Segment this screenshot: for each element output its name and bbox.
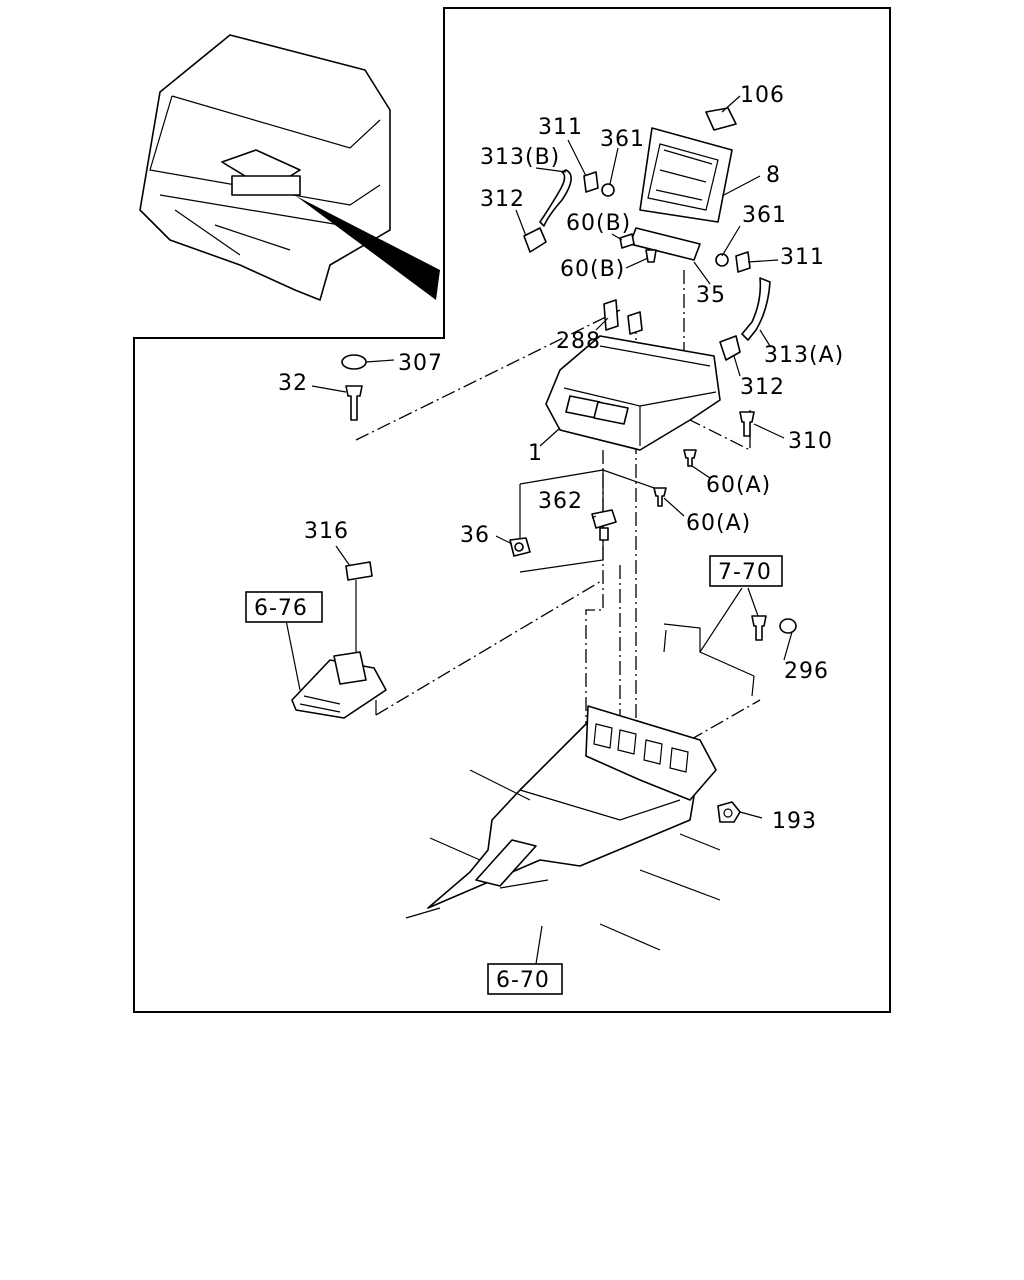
svg-text:7-70: 7-70 [718,560,772,585]
label-193: 193 [772,809,817,834]
part-labels: 106 311 361 313(B) 8 312 60(B) 361 311 6… [278,83,844,834]
part-8-bezel [639,127,733,223]
label-8: 8 [766,163,781,188]
inset-dashboard-view [139,34,440,301]
part-60b-screw-upper [619,233,635,249]
label-312-right: 312 [740,375,785,400]
part-288-bracket [603,299,619,331]
part-311-clip-upper [583,171,599,193]
label-296: 296 [784,659,829,684]
label-288: 288 [556,329,601,354]
label-60a-upper: 60(A) [706,473,771,498]
label-60a-lower: 60(A) [686,511,751,536]
part-307-cap [341,354,367,370]
part-316-switch [345,561,373,581]
label-35: 35 [696,283,726,308]
bracket-rod [663,623,755,697]
callout-wedge [296,196,440,300]
assembly-lines [375,469,661,715]
label-60b-upper: 60(B) [566,211,631,236]
ref-box-6-76: 6-76 [245,591,323,623]
svg-text:6-76: 6-76 [254,596,308,621]
part-361-ring-upper [601,183,615,197]
part-60a-screw-upper [683,449,697,467]
part-361-ring-right [715,253,729,267]
label-1: 1 [528,441,543,466]
part-32-screw [345,385,363,421]
ref-box-7-70: 7-70 [709,555,783,587]
label-361-right: 361 [742,203,787,228]
label-307: 307 [398,351,443,376]
diagram-frame [133,7,891,1013]
part-7-70-bolt [751,615,767,641]
part-313a-strap [741,277,771,341]
shifter-housing [291,651,387,719]
label-312-left: 312 [480,187,525,212]
part-312-clip-left [523,227,547,253]
label-310: 310 [788,429,833,454]
part-313b-strap [539,169,572,227]
part-311-clip-right [735,251,751,273]
label-316: 316 [304,519,349,544]
part-310-screw [739,411,755,437]
part-193-nut [717,801,741,823]
label-362: 362 [538,489,583,514]
part-60a-screw-lower [653,487,667,507]
label-313a: 313(A) [764,343,844,368]
label-106: 106 [740,83,785,108]
part-296-cap [779,618,797,634]
label-311-upper: 311 [538,115,583,140]
part-312-clip-right [719,335,741,361]
label-311-right: 311 [780,245,825,270]
label-36: 36 [460,523,490,548]
label-361-upper: 361 [600,127,645,152]
part-362-block [591,509,617,529]
part-35-bracket [629,227,701,261]
part-1-console-housing [545,335,721,451]
label-leaders [285,95,793,965]
part-60b-screw-lower [645,249,657,263]
svg-text:6-70: 6-70 [496,968,550,993]
label-313b: 313(B) [480,145,560,170]
label-60b-lower: 60(B) [560,257,625,282]
label-32: 32 [278,371,308,396]
ref-box-6-70: 6-70 [487,963,563,995]
part-106-clip [705,107,737,131]
floor-console-base [405,705,721,951]
